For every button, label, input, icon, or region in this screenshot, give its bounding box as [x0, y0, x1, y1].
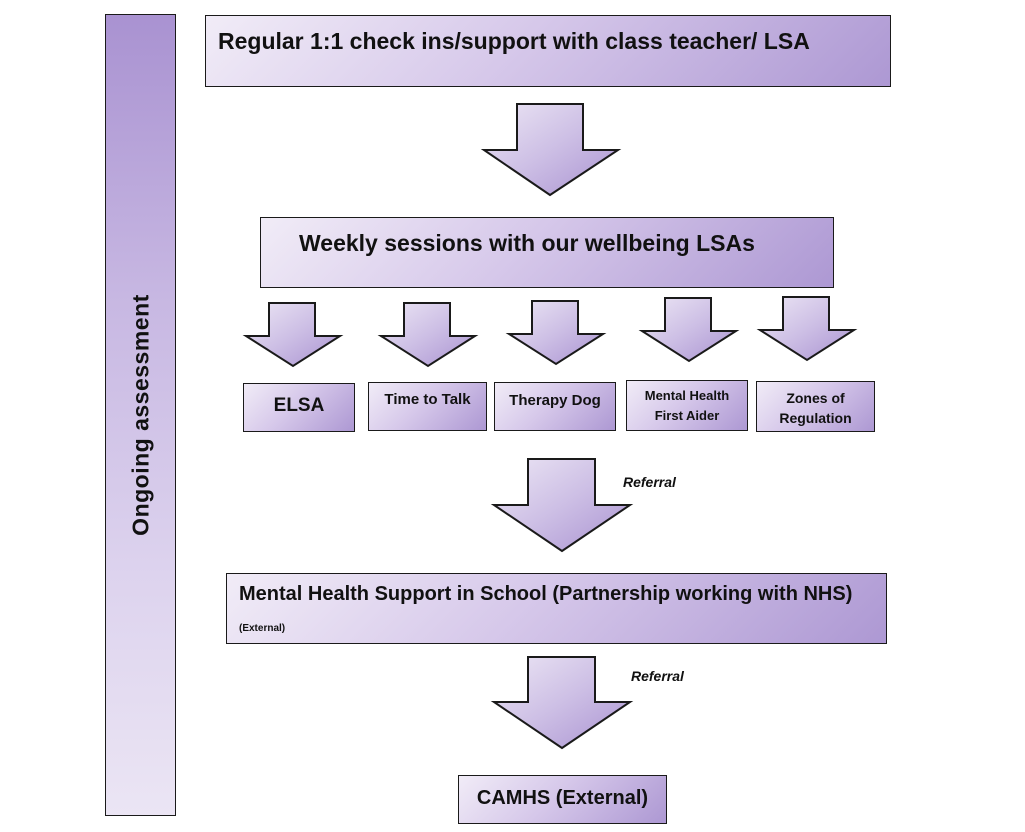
- option-therapy-dog-label: Therapy Dog: [509, 392, 601, 409]
- down-arrow-zones: [756, 296, 858, 362]
- step-4-box: CAMHS (External): [458, 775, 667, 824]
- option-mental-health-first-aider: Mental Health First Aider: [626, 380, 748, 431]
- down-arrow-elsa: [242, 302, 344, 368]
- option-mhfa-line2: First Aider: [654, 408, 720, 423]
- option-time-to-talk: Time to Talk: [368, 382, 487, 431]
- option-zones-of-regulation: Zones of Regulation: [756, 381, 875, 432]
- option-elsa: ELSA: [243, 383, 355, 432]
- step-2-box: Weekly sessions with our wellbeing LSAs: [260, 217, 834, 288]
- option-elsa-label: ELSA: [273, 395, 325, 416]
- step-2-text: Weekly sessions with our wellbeing LSAs: [299, 230, 755, 256]
- ongoing-assessment-label: Ongoing assessment: [127, 294, 153, 536]
- down-arrow-therapy-dog: [505, 300, 607, 366]
- down-arrow-referral-2: [490, 656, 634, 750]
- step-3-title: Mental Health Support in School (Partner…: [239, 583, 853, 605]
- ongoing-assessment-bar: Ongoing assessment: [105, 14, 176, 816]
- down-arrow-1: [480, 103, 622, 197]
- step-3-box: Mental Health Support in School (Partner…: [226, 573, 887, 644]
- step-1-box: Regular 1:1 check ins/support with class…: [205, 15, 891, 87]
- step-4-text: CAMHS (External): [476, 787, 649, 809]
- down-arrow-referral-1: [490, 458, 634, 553]
- option-time-to-talk-label: Time to Talk: [384, 391, 471, 408]
- option-therapy-dog: Therapy Dog: [494, 382, 616, 431]
- referral-label-1: Referral: [623, 474, 676, 490]
- option-zones-line2: Regulation: [779, 410, 852, 426]
- option-mhfa-line1: Mental Health: [644, 388, 730, 403]
- down-arrow-mhfa: [638, 297, 740, 363]
- option-zones-line1: Zones of: [786, 390, 845, 406]
- step-1-text: Regular 1:1 check ins/support with class…: [218, 28, 810, 54]
- step-3-note: (External): [239, 623, 286, 634]
- referral-label-2: Referral: [631, 668, 684, 684]
- down-arrow-time-to-talk: [377, 302, 479, 368]
